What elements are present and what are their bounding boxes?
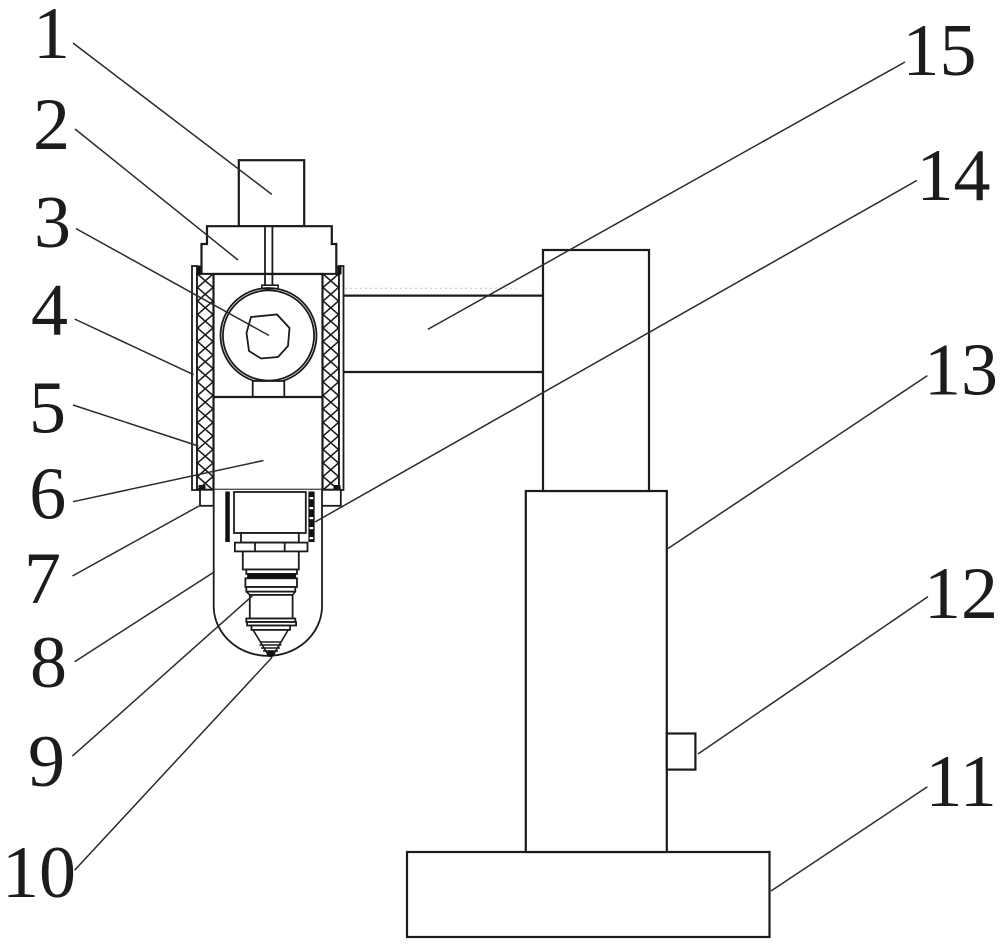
- svg-text:14: 14: [917, 135, 991, 217]
- svg-text:6: 6: [29, 454, 66, 536]
- svg-text:11: 11: [926, 741, 997, 823]
- svg-text:7: 7: [24, 538, 61, 620]
- svg-text:8: 8: [30, 622, 67, 704]
- svg-text:15: 15: [903, 10, 977, 92]
- svg-text:10: 10: [2, 832, 76, 914]
- svg-text:13: 13: [924, 330, 998, 412]
- svg-text:9: 9: [28, 721, 65, 803]
- svg-text:1: 1: [33, 0, 70, 75]
- svg-text:4: 4: [31, 270, 68, 352]
- svg-text:3: 3: [34, 182, 71, 264]
- svg-text:2: 2: [33, 84, 70, 166]
- svg-text:5: 5: [29, 368, 66, 450]
- svg-text:12: 12: [924, 553, 998, 635]
